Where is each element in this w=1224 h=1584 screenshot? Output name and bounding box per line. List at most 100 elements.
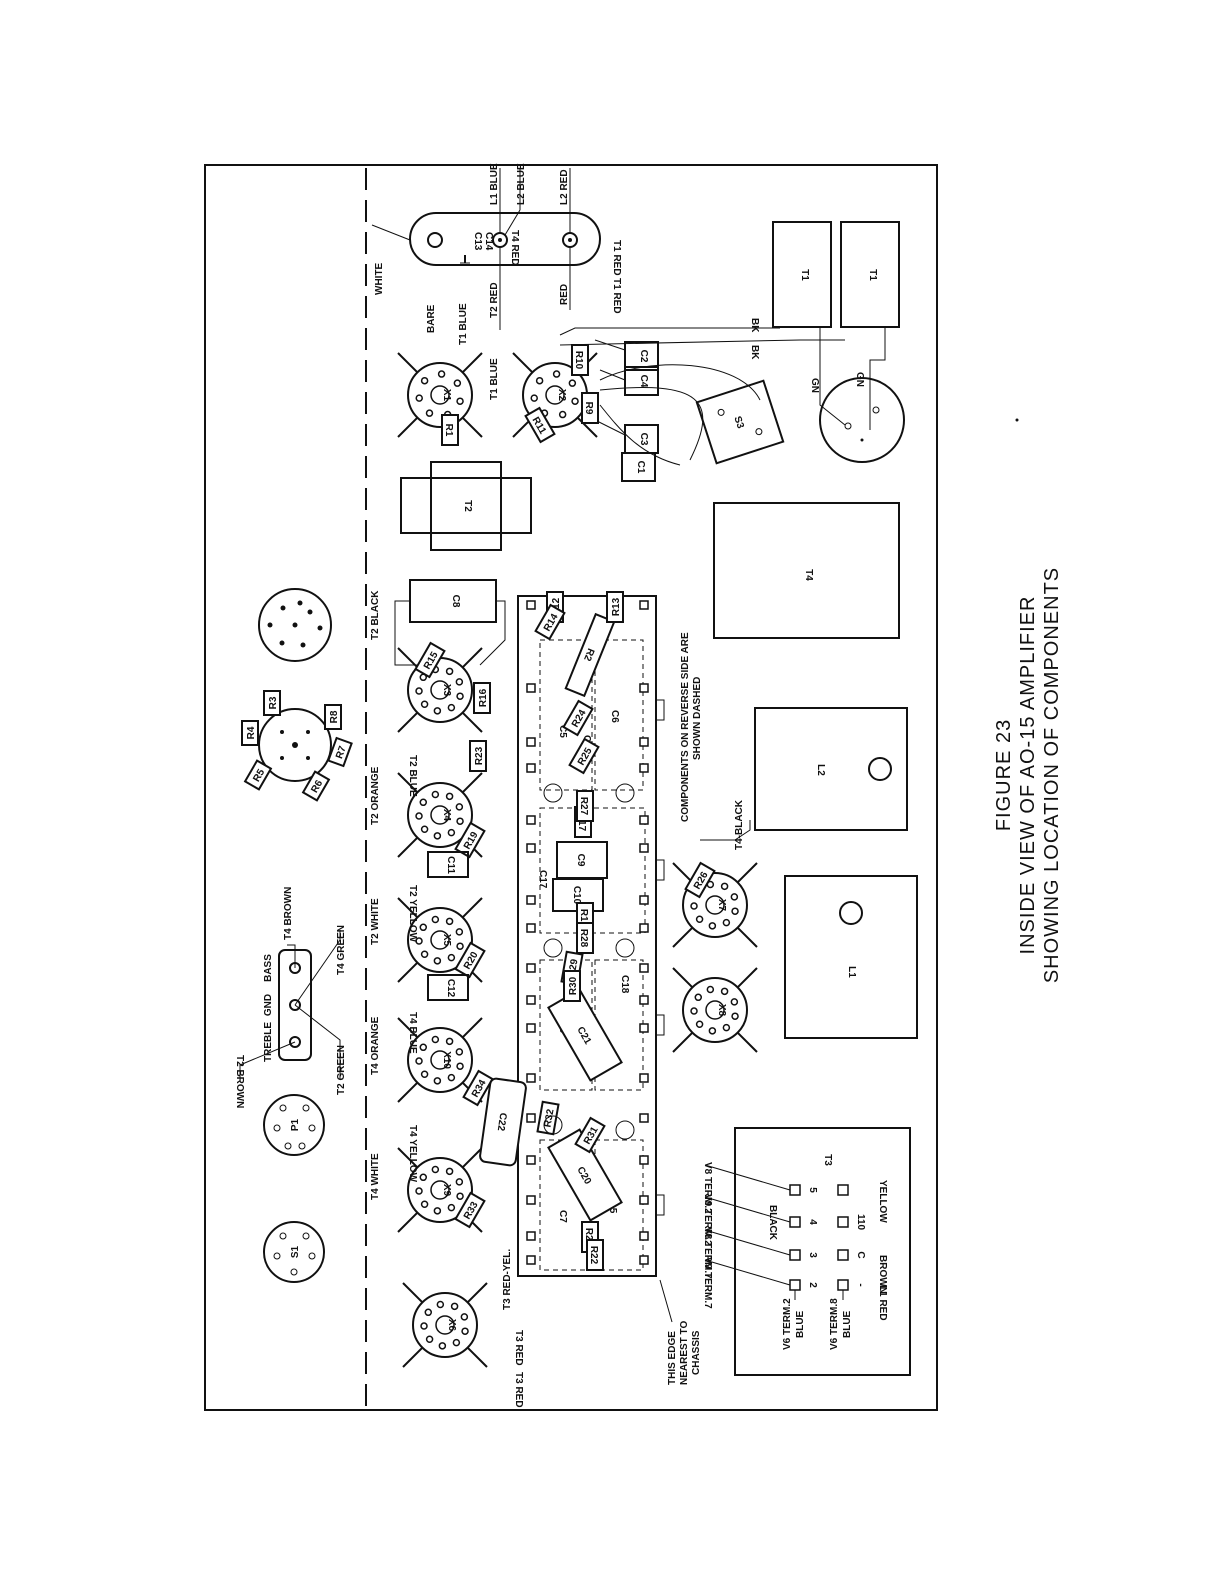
c6-label: C6 [609,710,620,723]
board-terminal [526,683,536,693]
c14-label: C14 [483,232,494,251]
transformer-t1-pair: T1 T1 BK BK GN GN [559,221,905,463]
t3-brown-label: BROWN [877,1255,888,1294]
tube-label: X6 [446,1319,457,1332]
caption-line2: INSIDE VIEW OF AO-15 AMPLIFIER [1017,596,1039,955]
note-reverse-line1: COMPONENTS ON REVERSE SIDE ARE [680,632,691,822]
t3-term-number: 5 [807,1187,818,1193]
resistor-label: R18 [578,909,589,928]
p1-label: P1 [290,1118,301,1131]
socket-s1: S1 [263,1221,325,1283]
wire-gn-a: GN [809,378,820,393]
r8-label: R8 [329,710,340,723]
r7-label: R7 [334,744,349,760]
resistor-r24: R24 [562,699,594,737]
t3-terminal-top [789,1249,801,1261]
wire-t2-yellow: T2 YELLOW [407,885,418,943]
board-terminal [526,895,536,905]
tube-socket-x1: X1 [397,352,483,438]
t3-term-number: 2 [807,1282,818,1288]
wire-l1-blue: L1 BLUE [489,163,500,205]
socket-p1: P1 [263,1094,325,1156]
c8-label: C8 [450,595,461,608]
wire-t1-red-a: T1 RED [611,240,622,276]
resistor-label: R21 [583,1228,594,1247]
wire-t3-red-b: T3 RED [513,1372,524,1408]
wire-bk-a: BK [749,318,760,333]
resistor-r9: R9 [581,392,599,424]
t3-wire-line [704,1259,791,1286]
tube-label: X7 [716,899,727,912]
c5-label: C5 [557,725,568,738]
t3-wire-top: V9 TERM.7 [702,1257,713,1309]
board-terminal [526,1023,536,1033]
caption-line1: FIGURE 23 [993,719,1015,831]
board-terminal [526,963,536,973]
wire-t2-orange: T2 ORANGE [370,766,381,825]
resistor-r15: R15 [414,641,446,679]
board-terminal [526,1155,536,1165]
resistor-label: R22 [588,1246,599,1265]
board-terminal [526,600,536,610]
wire-t4-yellow: T4 YELLOW [407,1125,418,1183]
wire-t1-red-b: T1 RED [611,278,622,314]
board-terminal [526,1073,536,1083]
resistor-label: R16 [478,688,489,707]
t3-term-bottom-label: 110 [855,1214,866,1231]
tube-label: X8 [716,1004,727,1017]
resistor-r25: R25 [568,737,600,775]
tube-label: X3 [441,684,452,697]
resistor-r28: R28 [576,922,594,954]
resistor-r10: R10 [571,344,589,376]
stray-dot [1015,418,1019,422]
t3-wire-top: V8 TERM.2 [702,1162,713,1214]
resistor-label: R23 [474,746,485,765]
note-edge-line1: THIS EDGE [667,1331,678,1385]
r4-label: R4 [246,726,257,739]
board-terminal [639,737,649,747]
wire-t3-red-yel: T3 RED-YEL. [502,1249,513,1310]
c13-label: C13 [472,232,483,251]
t3-terminal-top [789,1279,801,1291]
t3-wire-top: V9 TERM.2 [702,1194,713,1246]
caption-line3: SHOWING LOCATION OF COMPONENTS [1041,567,1063,983]
c11-label: C11 [445,856,456,874]
resistor-r22: R22 [586,1239,604,1271]
tube-label: X9 [441,1184,452,1197]
tube-socket-x8: X8 [672,967,758,1053]
tube-label: X4 [441,809,452,822]
board-terminal [526,763,536,773]
resistor-r23: R23 [469,740,487,772]
s1-label: S1 [290,1245,301,1258]
resistor-r16: R16 [473,682,491,714]
c3-label: C3 [638,433,649,446]
capacitor-c8: C8 [394,579,506,666]
tube-socket-x10: X10 [397,1017,483,1103]
board-terminal [639,1113,649,1123]
t1-label-a: T1 [799,269,810,281]
t3-v6-term2-blue: BLUE [795,1310,806,1338]
resistor-r26: R26 [684,861,716,899]
capacitor-c12: C12 [427,974,469,1001]
board-terminal [526,737,536,747]
t3-label: T3 [822,1154,833,1166]
t3-wire-line [704,1196,791,1223]
wire-t2-blue: T2 BLUE [407,755,418,797]
figure-caption: FIGURE 23 INSIDE VIEW OF AO-15 AMPLIFIER… [993,567,1063,983]
t3-v6-term8-blue: BLUE [842,1310,853,1338]
t3-terminal-bottom [837,1184,849,1196]
board-terminal [639,923,649,933]
resistor-r31: R31 [574,1116,606,1154]
tone-control: TREBLE GND BASS T2 BROWN T4 BROWN T4 GRE… [234,887,347,1109]
resistor-r11: R11 [524,406,556,444]
resistor-r14: R14 [534,603,566,641]
tube-socket-x5: X5 [397,897,483,983]
t3-term-number: 4 [807,1219,818,1225]
t4-label: T4 [803,569,814,581]
c12-label: C12 [445,979,456,998]
c4-label: C4 [638,375,649,388]
board-terminal [639,995,649,1005]
